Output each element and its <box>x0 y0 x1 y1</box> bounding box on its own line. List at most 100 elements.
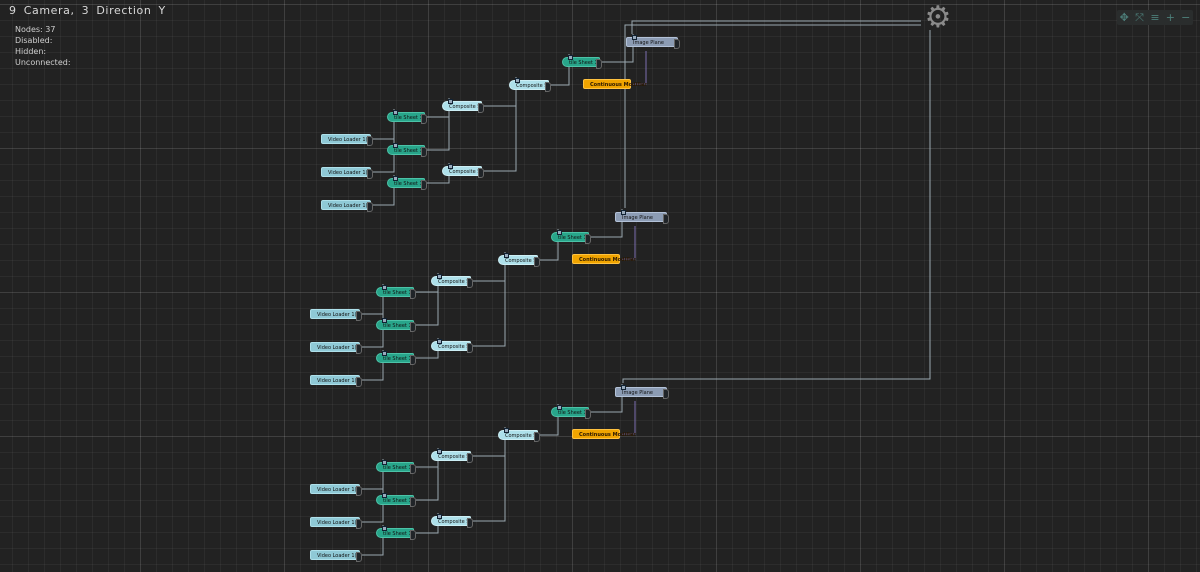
output-port-icon[interactable] <box>674 39 680 49</box>
tile-sheet-node[interactable]: tile Sheet 1(t... <box>551 230 595 244</box>
input-port-icon[interactable] <box>632 35 637 40</box>
input-port-icon[interactable] <box>621 210 626 215</box>
image-plane-node[interactable]: Image Plane <box>626 35 680 49</box>
output-port-icon[interactable] <box>356 344 362 354</box>
output-port-icon[interactable] <box>596 59 602 69</box>
image-plane-node[interactable]: Image Plane <box>615 385 669 399</box>
input-port-icon[interactable] <box>437 274 442 279</box>
tile-sheet-node[interactable]: tile Sheet 1(t... <box>376 285 420 299</box>
output-port-icon[interactable] <box>367 202 373 212</box>
output-port-icon[interactable] <box>356 552 362 562</box>
zoom-in-icon[interactable]: + <box>1165 11 1175 24</box>
input-port-icon[interactable] <box>515 78 520 83</box>
tile-sheet-node[interactable]: tile Sheet 1(t... <box>376 493 420 507</box>
output-port-icon[interactable] <box>534 257 540 267</box>
input-port-icon[interactable] <box>382 351 387 356</box>
tile-sheet-node[interactable]: tile Sheet 1(t... <box>387 110 431 124</box>
output-port-icon[interactable] <box>410 322 416 332</box>
input-port-icon[interactable] <box>448 99 453 104</box>
output-port-icon[interactable] <box>467 343 473 353</box>
video-loader-node[interactable]: Video Loader 1(9... <box>321 134 375 146</box>
tile-sheet-node[interactable]: tile Sheet 1(t... <box>387 143 431 157</box>
composite-node[interactable]: Composite 5... <box>431 274 474 288</box>
output-port-icon[interactable] <box>356 519 362 529</box>
video-loader-node[interactable]: Video Loader 1(9... <box>310 309 364 321</box>
tile-sheet-node[interactable]: tile Sheet 1(t... <box>387 176 431 190</box>
output-port-icon[interactable] <box>410 289 416 299</box>
output-port-icon[interactable] <box>545 82 551 92</box>
input-port-icon[interactable] <box>437 339 442 344</box>
output-port-icon[interactable] <box>356 486 362 496</box>
input-port-icon[interactable] <box>557 230 562 235</box>
output-port-icon[interactable] <box>367 169 373 179</box>
input-port-icon[interactable] <box>382 526 387 531</box>
zoom-out-icon[interactable]: − <box>1181 11 1191 24</box>
output-port-icon[interactable] <box>467 278 473 288</box>
input-port-icon[interactable] <box>437 449 442 454</box>
video-loader-node[interactable]: Video Loader 1(9... <box>310 550 364 562</box>
input-port-icon[interactable] <box>621 385 626 390</box>
output-port-icon[interactable] <box>410 464 416 474</box>
input-port-icon[interactable] <box>568 55 573 60</box>
tile-sheet-node[interactable]: tile Sheet 1(t... <box>376 318 420 332</box>
output-port-icon[interactable] <box>467 518 473 528</box>
video-loader-node[interactable]: Video Loader 1(9... <box>321 200 375 212</box>
output-port-icon[interactable] <box>410 530 416 540</box>
video-loader-node[interactable]: Video Loader 1(9... <box>310 375 364 387</box>
input-port-icon[interactable] <box>393 176 398 181</box>
input-port-icon[interactable] <box>504 428 509 433</box>
video-loader-node[interactable]: Video Loader 1(9... <box>310 517 364 529</box>
tile-sheet-node[interactable]: tile Sheet 1(t... <box>562 55 606 69</box>
tile-sheet-node[interactable]: tile Sheet 1(t... <box>376 460 420 474</box>
input-port-icon[interactable] <box>504 253 509 258</box>
output-port-icon[interactable] <box>421 180 427 190</box>
input-port-icon[interactable] <box>393 110 398 115</box>
fit-view-icon[interactable]: ⤧ <box>1135 11 1144 24</box>
gear-icon[interactable]: ⚙ <box>924 0 952 35</box>
output-port-icon[interactable] <box>467 453 473 463</box>
output-port-icon[interactable] <box>478 168 484 178</box>
composite-node[interactable]: Composite 5... <box>498 253 541 267</box>
input-port-icon[interactable] <box>382 460 387 465</box>
move-icon[interactable]: ✥ <box>1119 11 1129 24</box>
output-port-icon[interactable] <box>356 377 362 387</box>
image-plane-node[interactable]: Image Plane <box>615 210 669 224</box>
video-loader-node[interactable]: Video Loader 1(9... <box>310 484 364 496</box>
input-port-icon[interactable] <box>393 143 398 148</box>
tile-sheet-node[interactable]: tile Sheet 1(t... <box>376 351 420 365</box>
output-port-icon[interactable] <box>421 147 427 157</box>
input-port-icon[interactable] <box>557 405 562 410</box>
output-port-icon[interactable] <box>410 497 416 507</box>
input-port-icon[interactable] <box>437 514 442 519</box>
tile-sheet-node[interactable]: tile Sheet 1(t... <box>551 405 595 419</box>
output-port-icon[interactable] <box>367 136 373 146</box>
composite-node[interactable]: Composite 5... <box>498 428 541 442</box>
composite-node[interactable]: Composite 5... <box>431 514 474 528</box>
composite-node[interactable]: Composite 5... <box>442 99 485 113</box>
input-port-icon[interactable] <box>382 285 387 290</box>
output-port-icon[interactable] <box>663 389 669 399</box>
output-port-icon[interactable] <box>534 432 540 442</box>
input-port-icon[interactable] <box>382 493 387 498</box>
align-icon[interactable]: ≡ <box>1150 11 1160 24</box>
output-port-icon[interactable] <box>585 409 591 419</box>
input-port-icon[interactable] <box>448 164 453 169</box>
tile-sheet-node[interactable]: tile Sheet 1(t... <box>376 526 420 540</box>
video-loader-node[interactable]: Video Loader 1(9... <box>321 167 375 179</box>
video-loader-node[interactable]: Video Loader 1(9... <box>310 342 364 354</box>
continuous-modifier-node[interactable]: Continuous Modifier <box>572 254 636 264</box>
composite-node[interactable]: Composite 5... <box>509 78 552 92</box>
composite-node[interactable]: Composite 5... <box>442 164 485 178</box>
output-port-icon[interactable] <box>410 355 416 365</box>
output-port-icon[interactable] <box>478 103 484 113</box>
composite-node[interactable]: Composite 5... <box>431 339 474 353</box>
output-port-icon[interactable] <box>356 311 362 321</box>
input-port-icon[interactable] <box>382 318 387 323</box>
composite-node[interactable]: Composite 5... <box>431 449 474 463</box>
continuous-modifier-node[interactable]: Continuous Modifier <box>583 79 647 89</box>
output-port-icon[interactable] <box>585 234 591 244</box>
output-port-icon[interactable] <box>663 214 669 224</box>
continuous-modifier-node[interactable]: Continuous Modifier <box>572 429 636 439</box>
output-port-icon[interactable] <box>421 114 427 124</box>
